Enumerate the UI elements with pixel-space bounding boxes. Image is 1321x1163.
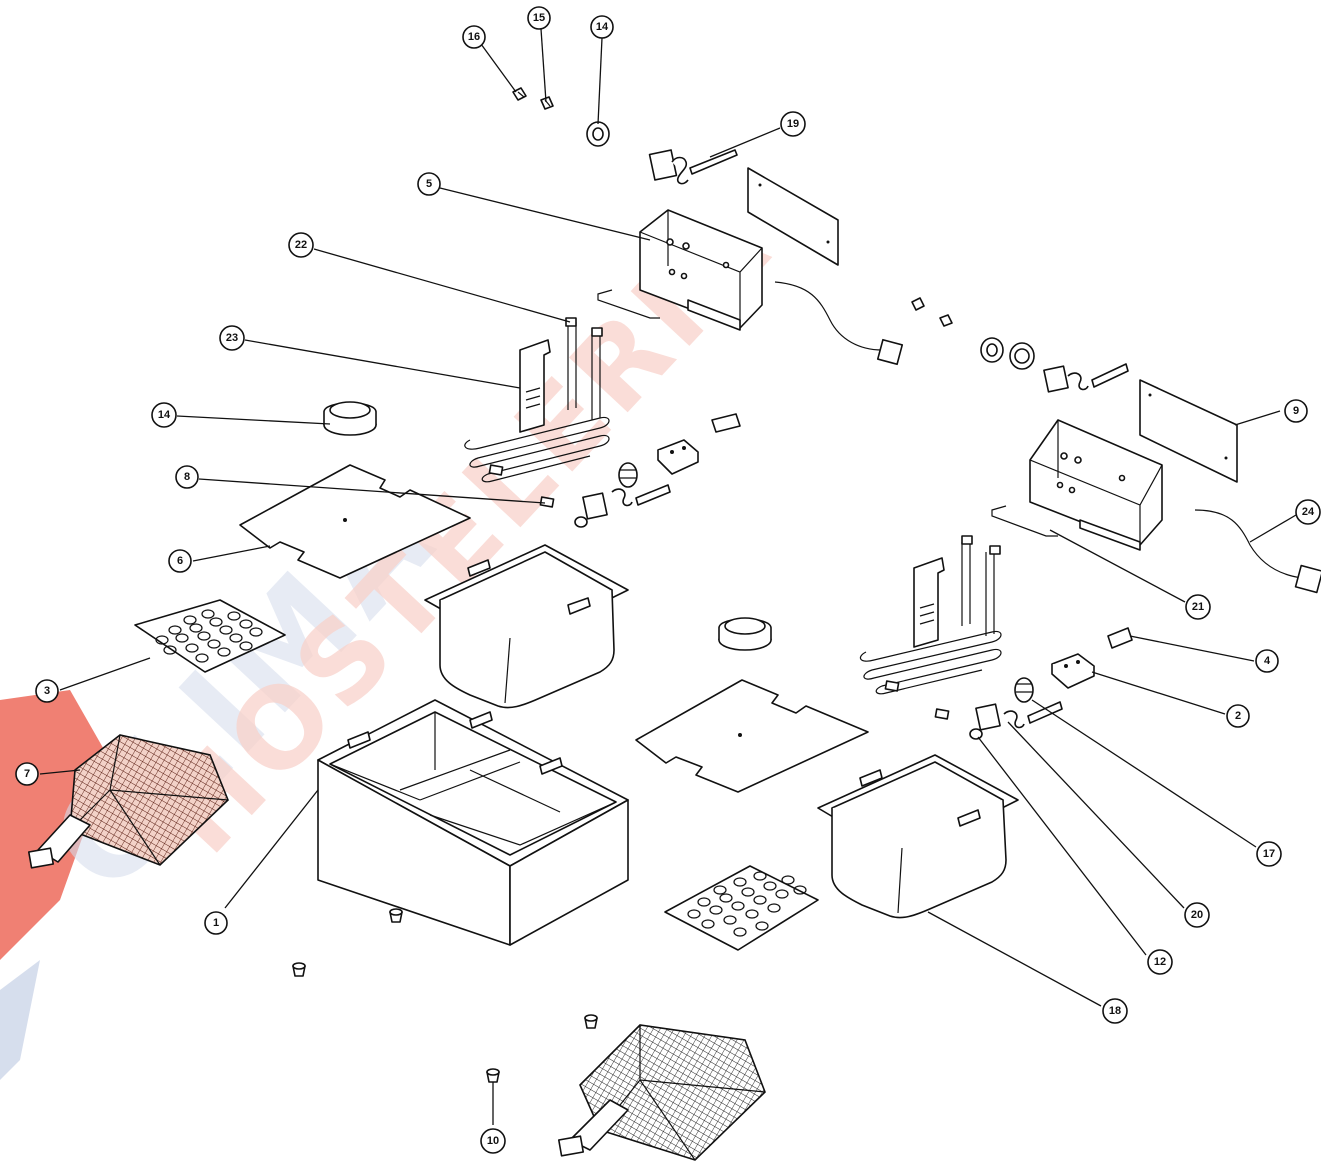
callout-8: 8: [175, 465, 199, 489]
heating-element-right: [859, 535, 1002, 720]
callout-7: 7: [15, 762, 39, 786]
foot-part-c: [584, 1014, 598, 1029]
callout-3-label: 3: [44, 685, 50, 697]
callout-24-label: 24: [1302, 506, 1315, 518]
callout-5-label: 5: [426, 178, 432, 190]
cabinet-body-part-1: [317, 699, 629, 946]
callout-12-label: 12: [1154, 956, 1166, 968]
callout-19: 19: [780, 111, 806, 137]
grill-plate-right: [664, 865, 819, 951]
grill-plate-part-3: [134, 599, 286, 673]
callout-8-label: 8: [184, 471, 190, 483]
callout-16-label: 16: [468, 31, 480, 43]
callout-4: 4: [1255, 649, 1279, 673]
callout-14-top-label: 14: [596, 21, 609, 33]
foot-part-a: [389, 908, 403, 923]
callout-6-label: 6: [177, 555, 183, 567]
foot-part-b: [292, 962, 306, 977]
lid-knob-right: [718, 617, 772, 651]
power-cord-upper: [774, 281, 904, 366]
callout-2: 2: [1226, 704, 1250, 728]
thermostat-group-upper: [574, 413, 741, 528]
control-box-part-5: [639, 167, 839, 331]
callout-22-label: 22: [295, 239, 307, 251]
fry-basket-part-7: [27, 734, 229, 869]
oil-tank-left: [424, 544, 629, 709]
callout-14: 14: [151, 402, 177, 428]
callout-20: 20: [1184, 902, 1210, 928]
callout-10: 10: [480, 1128, 506, 1154]
oil-tank-right: [817, 754, 1019, 919]
callout-14-top: 14: [590, 15, 614, 39]
callout-5: 5: [417, 172, 441, 196]
thermostat-part-19: [648, 149, 738, 185]
callout-17-label: 17: [1263, 848, 1275, 860]
power-cord-right: [1194, 509, 1321, 594]
lid-knob-part-14: [323, 401, 377, 436]
small-screws-middle: [911, 297, 1129, 393]
control-box-right: [1029, 379, 1238, 551]
fry-basket-right: [557, 1024, 766, 1161]
element-bracket-right: [991, 505, 1058, 537]
watermark-red-shape: [0, 690, 110, 960]
callout-17: 17: [1256, 841, 1282, 867]
callout-1-label: 1: [213, 917, 219, 929]
callout-4-label: 4: [1264, 655, 1271, 667]
callout-1: 1: [204, 911, 228, 935]
callout-14-label: 14: [158, 409, 171, 421]
callout-7-label: 7: [24, 768, 30, 780]
callout-3: 3: [35, 679, 59, 703]
callout-18: 18: [1102, 998, 1128, 1024]
callout-23: 23: [219, 325, 245, 351]
lid-plate-right: [635, 679, 869, 793]
callout-6: 6: [168, 549, 192, 573]
callout-15: 15: [527, 6, 551, 30]
watermark: CLIMA HOSTELERIA: [0, 183, 796, 1080]
grommet-part-14-top: [586, 121, 610, 147]
watermark-blue-shape: [0, 960, 40, 1080]
heating-element-upper: [464, 317, 610, 508]
callout-9-label: 9: [1293, 405, 1299, 417]
callout-10-label: 10: [487, 1135, 499, 1147]
callout-2-label: 2: [1235, 710, 1241, 722]
callout-21-label: 21: [1192, 601, 1204, 613]
callout-23-label: 23: [226, 332, 238, 344]
callout-18-label: 18: [1109, 1005, 1121, 1017]
callout-16: 16: [462, 25, 486, 49]
element-bracket-upper: [597, 289, 660, 319]
callout-9: 9: [1284, 399, 1308, 423]
screw-part-16: [512, 87, 527, 101]
callout-19-label: 19: [787, 118, 799, 130]
thermostat-group-right: [969, 627, 1133, 740]
callout-12: 12: [1147, 949, 1173, 975]
callout-15-label: 15: [533, 12, 545, 24]
callout-21: 21: [1185, 594, 1211, 620]
screw-part-15: [540, 96, 554, 110]
callout-22: 22: [288, 232, 314, 258]
callout-20-label: 20: [1191, 909, 1203, 921]
foot-part-10: [486, 1068, 500, 1083]
callout-24: 24: [1295, 499, 1321, 525]
leader-lines: [39, 28, 1297, 1125]
